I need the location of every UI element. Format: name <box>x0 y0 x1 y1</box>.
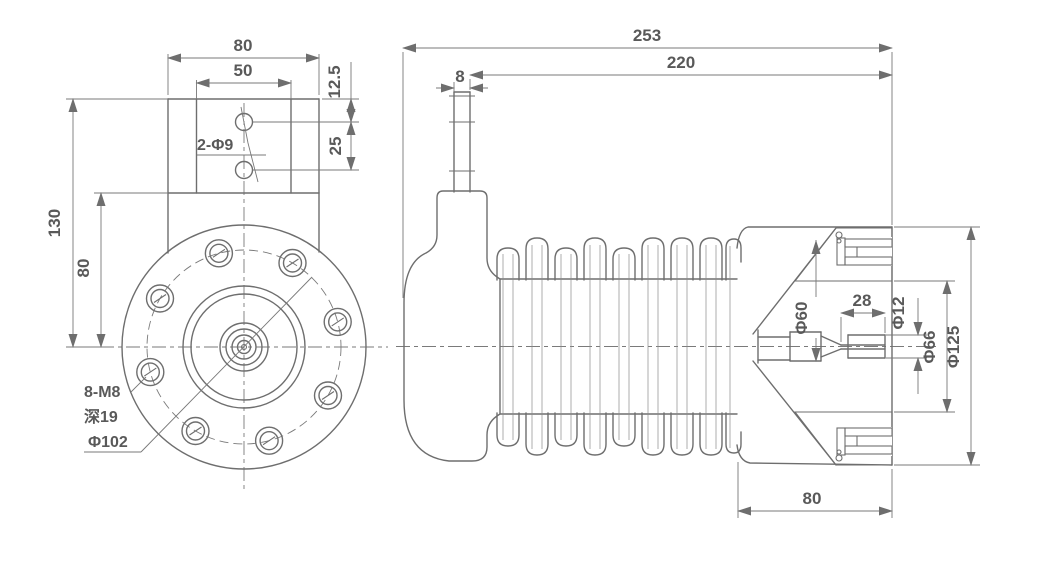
dim-tip-length: 28 <box>840 291 886 342</box>
holes-leader-line <box>240 106 259 183</box>
hub-circle-2 <box>225 328 263 366</box>
dim-label-220: 220 <box>667 53 695 72</box>
side-view: 253 220 8 28 Φ60 <box>396 26 980 518</box>
terminal-rod <box>449 91 475 193</box>
mounting-tab <box>167 98 320 254</box>
bolt-hole <box>136 357 165 387</box>
resin-section-top <box>793 227 893 282</box>
bolt-hole <box>323 307 352 337</box>
boss-circle-outer <box>182 285 306 409</box>
contact-horn <box>736 226 893 466</box>
dim-label-phi66: Φ66 <box>920 331 939 364</box>
dim-label-80-top: 80 <box>234 36 253 55</box>
dim-label-25: 25 <box>326 137 345 156</box>
tab-hole-lower <box>234 160 254 180</box>
dim-height-flange: 80 <box>74 192 168 348</box>
note-label-phi102: Φ102 <box>88 434 128 451</box>
dim-label-12-5: 12.5 <box>325 65 344 98</box>
bell-housing <box>403 190 501 462</box>
dim-end-length: 80 <box>737 462 893 518</box>
contact-stem <box>757 329 886 364</box>
bellows-texture <box>502 245 731 449</box>
bolt-circle-leader <box>140 276 313 453</box>
bolt-hole <box>204 239 234 268</box>
boss-circle-inner <box>190 293 298 401</box>
bolt-hole <box>181 416 210 446</box>
dim-label-253: 253 <box>633 26 661 45</box>
dim-bore-dia: Φ66 <box>894 280 955 413</box>
tab-hole-upper <box>234 112 254 132</box>
dim-label-phi60: Φ60 <box>792 302 811 335</box>
resin-section-bottom <box>793 411 893 466</box>
dim-tip-dia: Φ12 <box>886 297 927 394</box>
hub-circle-3 <box>231 334 257 360</box>
note-tab-holes: 2-Φ9 <box>197 137 266 156</box>
bolt-hole <box>278 248 307 278</box>
bolt-holes <box>136 239 352 455</box>
hub-center <box>240 343 248 351</box>
note-label-8m8: 8-M8 <box>84 384 121 401</box>
dim-hole-offset: 12.5 <box>253 62 359 123</box>
threaded-insert-top <box>835 231 893 266</box>
dim-label-80-bottom: 80 <box>803 489 822 508</box>
note-bolt-holes: 8-M8 深19 Φ102 <box>84 276 313 453</box>
dim-length-body: 220 <box>469 53 893 90</box>
bolt-hole <box>313 381 343 410</box>
note-label-2phi9: 2-Φ9 <box>197 137 233 154</box>
dim-label-80-left: 80 <box>74 259 93 278</box>
flange-outer-circle <box>121 224 367 470</box>
dim-rod-width: 8 <box>436 67 488 93</box>
bellows <box>496 237 742 456</box>
thread-leader <box>130 376 147 393</box>
dim-label-8: 8 <box>455 67 464 86</box>
bolt-circle <box>146 249 342 445</box>
hub-circle-4 <box>236 339 252 355</box>
dim-label-phi12: Φ12 <box>889 297 908 330</box>
dim-label-50: 50 <box>234 61 253 80</box>
dim-throat-dia: Φ60 <box>792 240 821 362</box>
note-label-depth19: 深19 <box>84 407 118 426</box>
dim-label-130: 130 <box>45 209 64 237</box>
dim-tab-width: 50 <box>195 61 292 99</box>
dim-label-28: 28 <box>853 291 872 310</box>
dim-front-width: 80 <box>167 36 320 95</box>
dim-end-dia: Φ125 <box>894 226 980 466</box>
bolt-hole <box>145 284 175 313</box>
dim-length-total: 253 <box>402 26 893 298</box>
dim-hole-pitch: 25 <box>253 121 359 171</box>
dim-label-phi125: Φ125 <box>944 326 963 368</box>
threaded-insert-bottom <box>835 427 893 462</box>
front-view: 80 50 12.5 25 2-Φ9 <box>45 36 388 490</box>
hub-circle-1 <box>219 322 269 372</box>
dim-height-total: 130 <box>45 98 168 348</box>
bolt-hole <box>254 426 284 455</box>
